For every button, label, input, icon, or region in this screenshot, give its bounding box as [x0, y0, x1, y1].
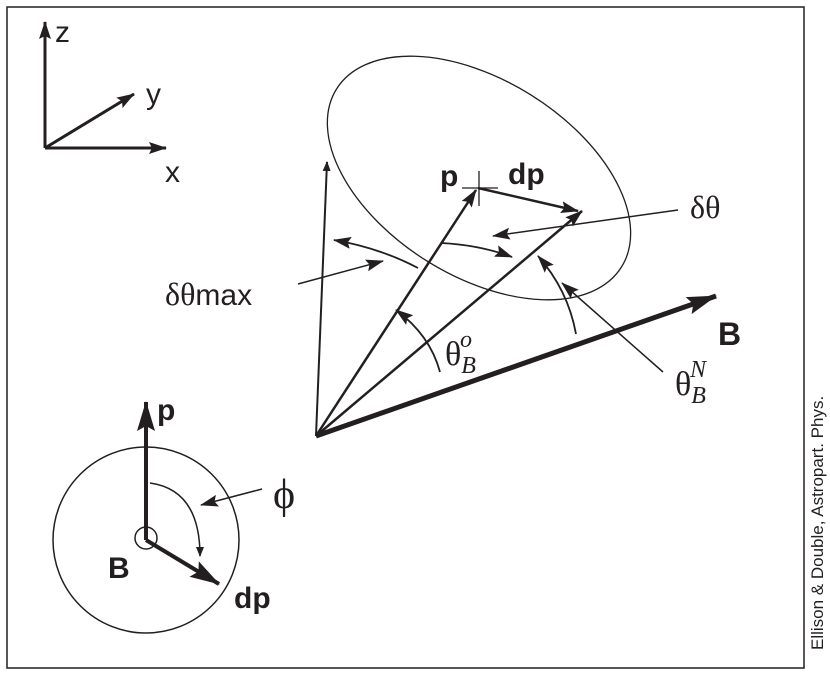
delta-theta-max-label: δθmax — [165, 276, 252, 312]
inset-dp-label: dp — [234, 582, 271, 615]
delta-theta-pointer — [492, 209, 679, 240]
p-label: p — [440, 160, 458, 193]
z-label: z — [55, 16, 70, 49]
inset-diagram — [52, 401, 263, 634]
theta-o-arc — [395, 309, 441, 373]
cone-ellipse — [326, 55, 632, 301]
inset-B-label: B — [108, 552, 130, 585]
theta-n-label: θBN — [675, 357, 708, 409]
x-label: x — [165, 156, 180, 189]
theta-o-label: θBo — [445, 327, 476, 379]
inset-p-label: p — [157, 394, 175, 427]
dp-label: dp — [508, 158, 545, 191]
theta-n-pointer — [561, 282, 664, 373]
phi-label: ϕ — [273, 472, 295, 518]
B-label: B — [718, 316, 741, 352]
theta-n-arc — [537, 255, 577, 335]
delta-theta-label: δθ — [690, 189, 720, 225]
B-vector — [315, 293, 717, 439]
delta-theta-arc — [440, 242, 513, 258]
cone-edge-vector — [315, 161, 331, 437]
credit-text: Ellison & Double, Astropart. Phys. — [808, 396, 827, 650]
new-p-vector — [315, 210, 583, 437]
delta-theta-max-arc — [333, 237, 419, 269]
frame — [6, 6, 805, 669]
delta-theta-max-pointer — [297, 259, 384, 285]
dp-vector — [477, 186, 579, 214]
inset-dp-vector — [144, 538, 221, 586]
y-axis — [44, 92, 135, 150]
p-vector — [314, 189, 478, 437]
axes-triad — [39, 21, 167, 154]
phi-pointer — [200, 488, 263, 507]
y-label: y — [146, 78, 161, 111]
phi-arc — [149, 482, 204, 557]
